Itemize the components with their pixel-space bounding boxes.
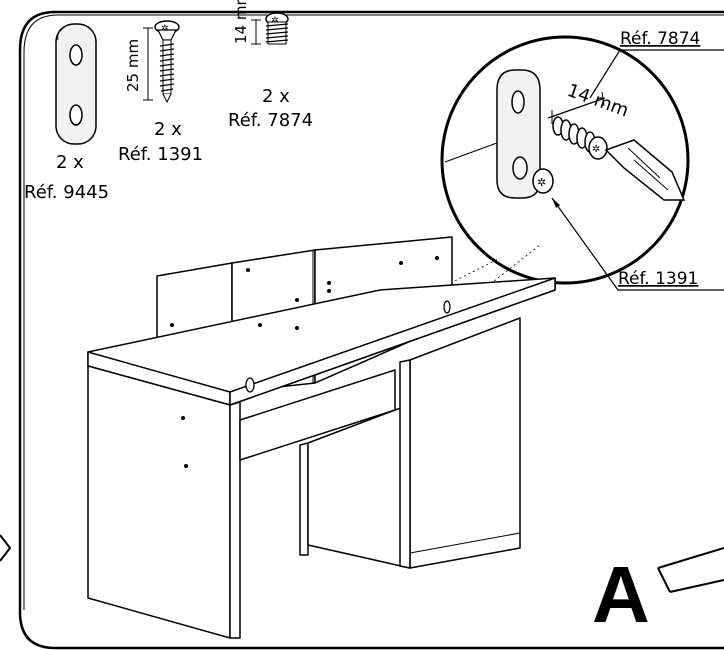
part-1391-ref: Réf. 1391 bbox=[118, 144, 203, 165]
svg-text:✲: ✲ bbox=[161, 24, 169, 34]
detail-magnifier: ✲ ✲ bbox=[440, 35, 690, 285]
detail-ref-top: Réf. 7874 bbox=[620, 29, 700, 49]
desk-illustration bbox=[87, 236, 556, 639]
svg-text:✲: ✲ bbox=[271, 16, 279, 26]
detail-ref-bottom: Réf. 1391 bbox=[618, 269, 698, 289]
dowel-7874-length: 14 mm bbox=[232, 0, 250, 44]
previous-step-arrow-icon bbox=[0, 534, 12, 562]
step-letter: A bbox=[592, 550, 650, 639]
svg-text:✲: ✲ bbox=[592, 144, 600, 155]
page-frame-inner bbox=[23, 14, 724, 610]
svg-text:✲: ✲ bbox=[537, 176, 546, 189]
part-9445-qty: 2 x bbox=[56, 152, 84, 173]
leader-7874 bbox=[589, 49, 724, 99]
screw-1391-length: 25 mm bbox=[124, 39, 142, 92]
bracket-part-9445 bbox=[55, 23, 97, 145]
part-9445-ref: Réf. 9445 bbox=[24, 182, 109, 203]
part-7874-qty: 2 x bbox=[262, 86, 290, 107]
part-1391-qty: 2 x bbox=[154, 119, 182, 140]
leader-1391 bbox=[551, 197, 724, 291]
page-frame bbox=[18, 10, 724, 650]
part-7874-ref: Réf. 7874 bbox=[228, 110, 313, 131]
next-step-arrow-icon bbox=[657, 547, 724, 593]
dowel-part-7874: ✲ bbox=[251, 12, 289, 45]
screw-part-1391: ✲ bbox=[143, 20, 180, 104]
